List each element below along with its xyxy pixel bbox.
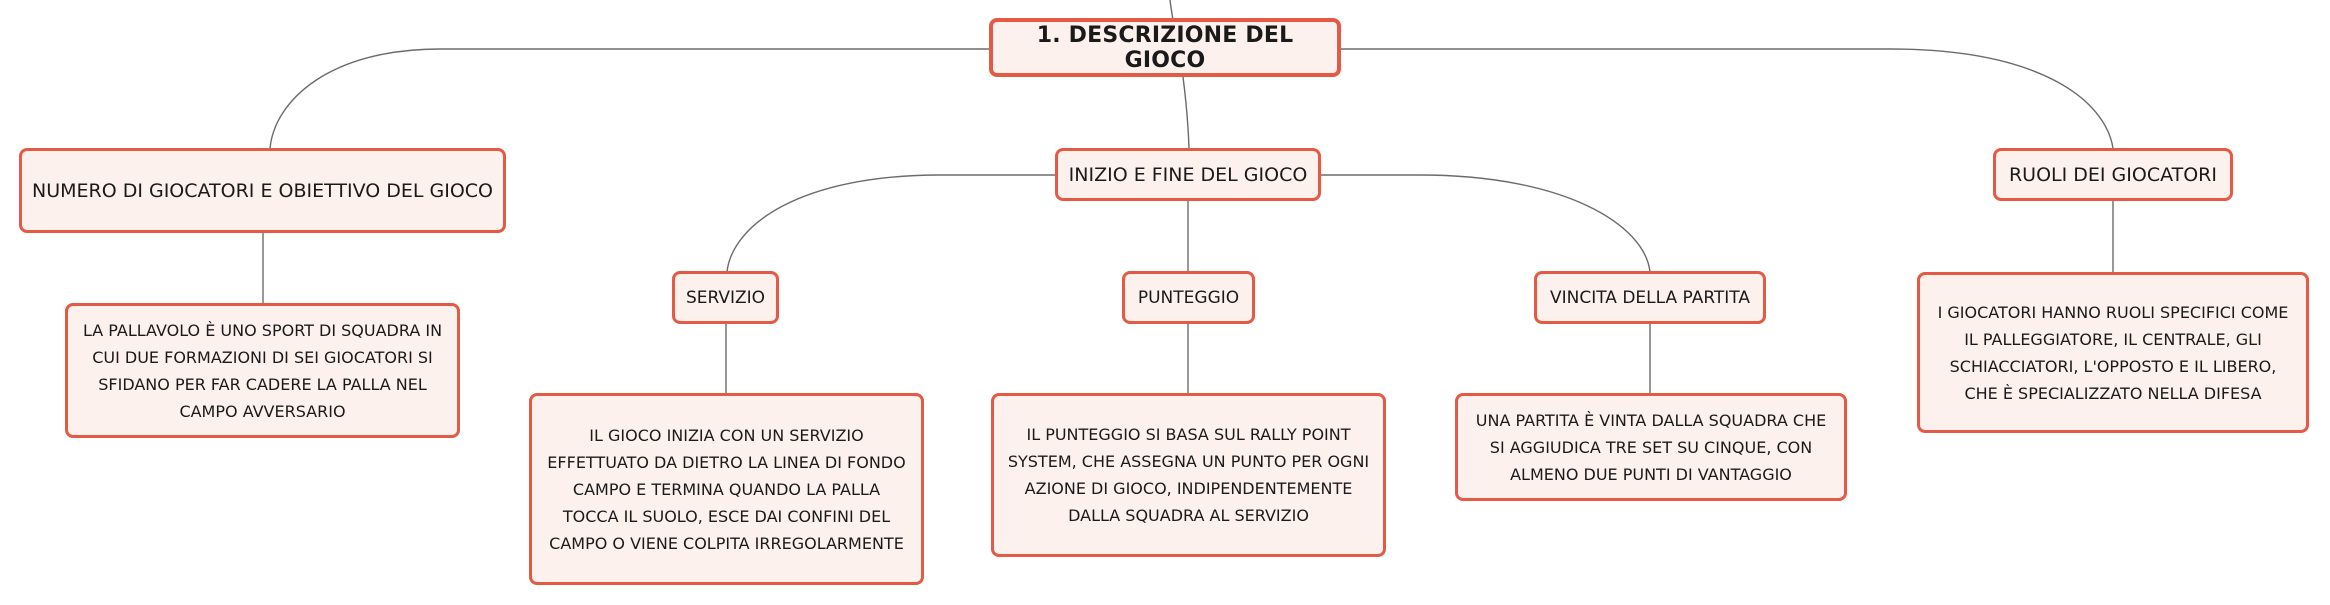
subtopic-punteggio[interactable]: PUNTEGGIO: [1122, 271, 1255, 324]
vincita-detail-text: UNA PARTITA È VINTA DALLA SQUADRA CHE SI…: [1475, 410, 1827, 484]
topic-numero-giocatori-label: NUMERO DI GIOCATORI E OBIETTIVO DEL GIOC…: [31, 179, 493, 202]
connector-inizio-servizio: [726, 174, 1055, 273]
connector-root-ruoli: [1341, 48, 2114, 149]
vincita-detail[interactable]: UNA PARTITA È VINTA DALLA SQUADRA CHE SI…: [1455, 393, 1847, 501]
servizio-detail-text: IL GIOCO INIZIA CON UN SERVIZIO EFFETTUA…: [547, 425, 906, 553]
punteggio-detail[interactable]: IL PUNTEGGIO SI BASA SUL RALLY POINT SYS…: [991, 393, 1386, 557]
topic-inizio-fine[interactable]: INIZIO E FINE DEL GIOCO: [1055, 148, 1321, 201]
punteggio-detail-text: IL PUNTEGGIO SI BASA SUL RALLY POINT SYS…: [1007, 425, 1370, 525]
ruoli-detail-text: I GIOCATORI HANNO RUOLI SPECIFICI COME I…: [1937, 302, 2289, 403]
subtopic-vincita-label: VINCITA DELLA PARTITA: [1550, 287, 1750, 308]
connector-root-inizio: [1182, 76, 1190, 149]
numero-giocatori-detail[interactable]: LA PALLAVOLO È UNO SPORT DI SQUADRA IN C…: [65, 303, 460, 438]
topic-ruoli-label: RUOLI DEI GIOCATORI: [2008, 163, 2217, 186]
subtopic-servizio-label: SERVIZIO: [685, 287, 766, 308]
connector-inizio-vincita: [1321, 174, 1651, 273]
root-topic-label: 1. DESCRIZIONE DEL GIOCO: [1036, 22, 1294, 73]
connector-parent-root: [1169, 0, 1174, 21]
topic-inizio-fine-label: INIZIO E FINE DEL GIOCO: [1068, 163, 1308, 186]
subtopic-servizio[interactable]: SERVIZIO: [672, 271, 779, 324]
subtopic-punteggio-label: PUNTEGGIO: [1137, 287, 1240, 308]
servizio-detail[interactable]: IL GIOCO INIZIA CON UN SERVIZIO EFFETTUA…: [529, 393, 924, 585]
numero-giocatori-detail-text: LA PALLAVOLO È UNO SPORT DI SQUADRA IN C…: [82, 320, 443, 421]
ruoli-detail[interactable]: I GIOCATORI HANNO RUOLI SPECIFICI COME I…: [1917, 272, 2309, 433]
subtopic-vincita[interactable]: VINCITA DELLA PARTITA: [1534, 271, 1766, 324]
root-topic[interactable]: 1. DESCRIZIONE DEL GIOCO: [989, 18, 1341, 77]
connector-root-numero: [269, 48, 992, 149]
topic-ruoli[interactable]: RUOLI DEI GIOCATORI: [1993, 148, 2233, 201]
topic-numero-giocatori[interactable]: NUMERO DI GIOCATORI E OBIETTIVO DEL GIOC…: [19, 148, 506, 233]
